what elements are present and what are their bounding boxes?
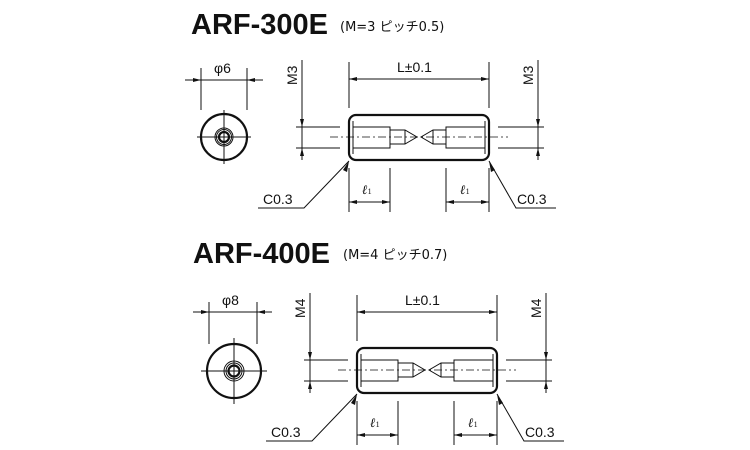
- model-spec: (M=3 ピッチ0.5): [340, 20, 444, 35]
- thread-depth-left: ℓ1: [362, 182, 372, 197]
- thread-depth-left: ℓ1: [370, 415, 380, 430]
- thread-label-right: M3: [520, 65, 536, 85]
- length-label: L±0.1: [405, 292, 440, 308]
- chamfer-label-right: C0.3: [517, 191, 547, 207]
- thread-label-right: M4: [528, 298, 544, 318]
- diameter-label: φ8: [222, 292, 239, 308]
- model-title: ARF-400E: [193, 238, 330, 270]
- side-view: [264, 291, 566, 447]
- thread-label-left: M4: [292, 298, 308, 318]
- length-label: L±0.1: [397, 59, 432, 75]
- part-arf-400e: ARF-400E (M=4 ピッチ0.7) φ8 L±0.1 M4 M4 ℓ1 …: [193, 238, 566, 447]
- thread-depth-right: ℓ1: [468, 415, 478, 430]
- thread-depth-right: ℓ1: [460, 182, 470, 197]
- chamfer-label-right: C0.3: [525, 424, 555, 440]
- part-arf-300e: ARF-300E (M=3 ピッチ0.5) φ6 L±0.1 M3 M3 ℓ1 …: [185, 9, 558, 214]
- chamfer-label-left: C0.3: [271, 424, 301, 440]
- model-spec: (M=4 ピッチ0.7): [343, 248, 447, 263]
- model-title: ARF-300E: [191, 9, 328, 41]
- chamfer-label-left: C0.3: [263, 191, 293, 207]
- diameter-label: φ6: [214, 60, 231, 76]
- end-view: φ8: [193, 292, 272, 404]
- side-view: [256, 58, 558, 214]
- end-view: φ6: [185, 60, 263, 164]
- thread-label-left: M3: [284, 65, 300, 85]
